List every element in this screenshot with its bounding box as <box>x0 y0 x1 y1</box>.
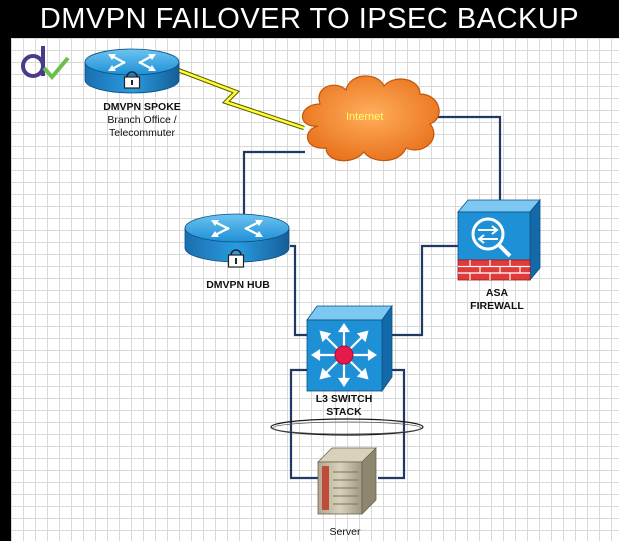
wan-link-bolt <box>177 67 305 131</box>
internet-label: Internet <box>346 111 384 123</box>
firewall-icon <box>457 198 541 282</box>
cloud-icon <box>301 75 440 162</box>
server-icon <box>317 447 377 515</box>
dv-checkmark-logo <box>21 46 70 81</box>
dmvpn-spoke-label: DMVPN SPOKE Branch Office / Telecommuter <box>88 101 196 140</box>
stack-ring <box>270 418 424 436</box>
dmvpn-spoke-line1: Branch Office / <box>107 114 177 126</box>
asa-firewall-label: ASA FIREWALL <box>457 287 537 313</box>
router-lock-icon <box>184 213 290 268</box>
l3-switch-line2: STACK <box>326 406 362 418</box>
l3-switch-label: L3 SWITCH STACK <box>304 393 384 419</box>
asa-firewall-line1: ASA <box>485 287 509 299</box>
dmvpn-hub-name: DMVPN HUB <box>206 279 270 291</box>
l3-switch-line1: L3 SWITCH <box>315 393 373 405</box>
diagram-canvas: DMVPN SPOKE Branch Office / Telecommuter… <box>11 38 619 541</box>
dmvpn-spoke-line2: Telecommuter <box>109 127 175 139</box>
network-diagram <box>21 46 541 515</box>
router-lock-icon <box>84 48 180 94</box>
diagram-title: DMVPN FAILOVER TO IPSEC BACKUP <box>0 0 619 38</box>
dmvpn-spoke-name: DMVPN SPOKE <box>103 101 181 113</box>
server-label: Server <box>329 526 361 538</box>
l3-switch-icon <box>306 304 393 393</box>
link-asa-switch <box>392 244 458 337</box>
asa-firewall-line2: FIREWALL <box>470 300 524 312</box>
link-hub-switch <box>290 244 310 337</box>
dmvpn-hub-label: DMVPN HUB <box>190 279 286 292</box>
link-internet-asa <box>438 115 502 200</box>
link-internet-hub <box>242 150 305 218</box>
